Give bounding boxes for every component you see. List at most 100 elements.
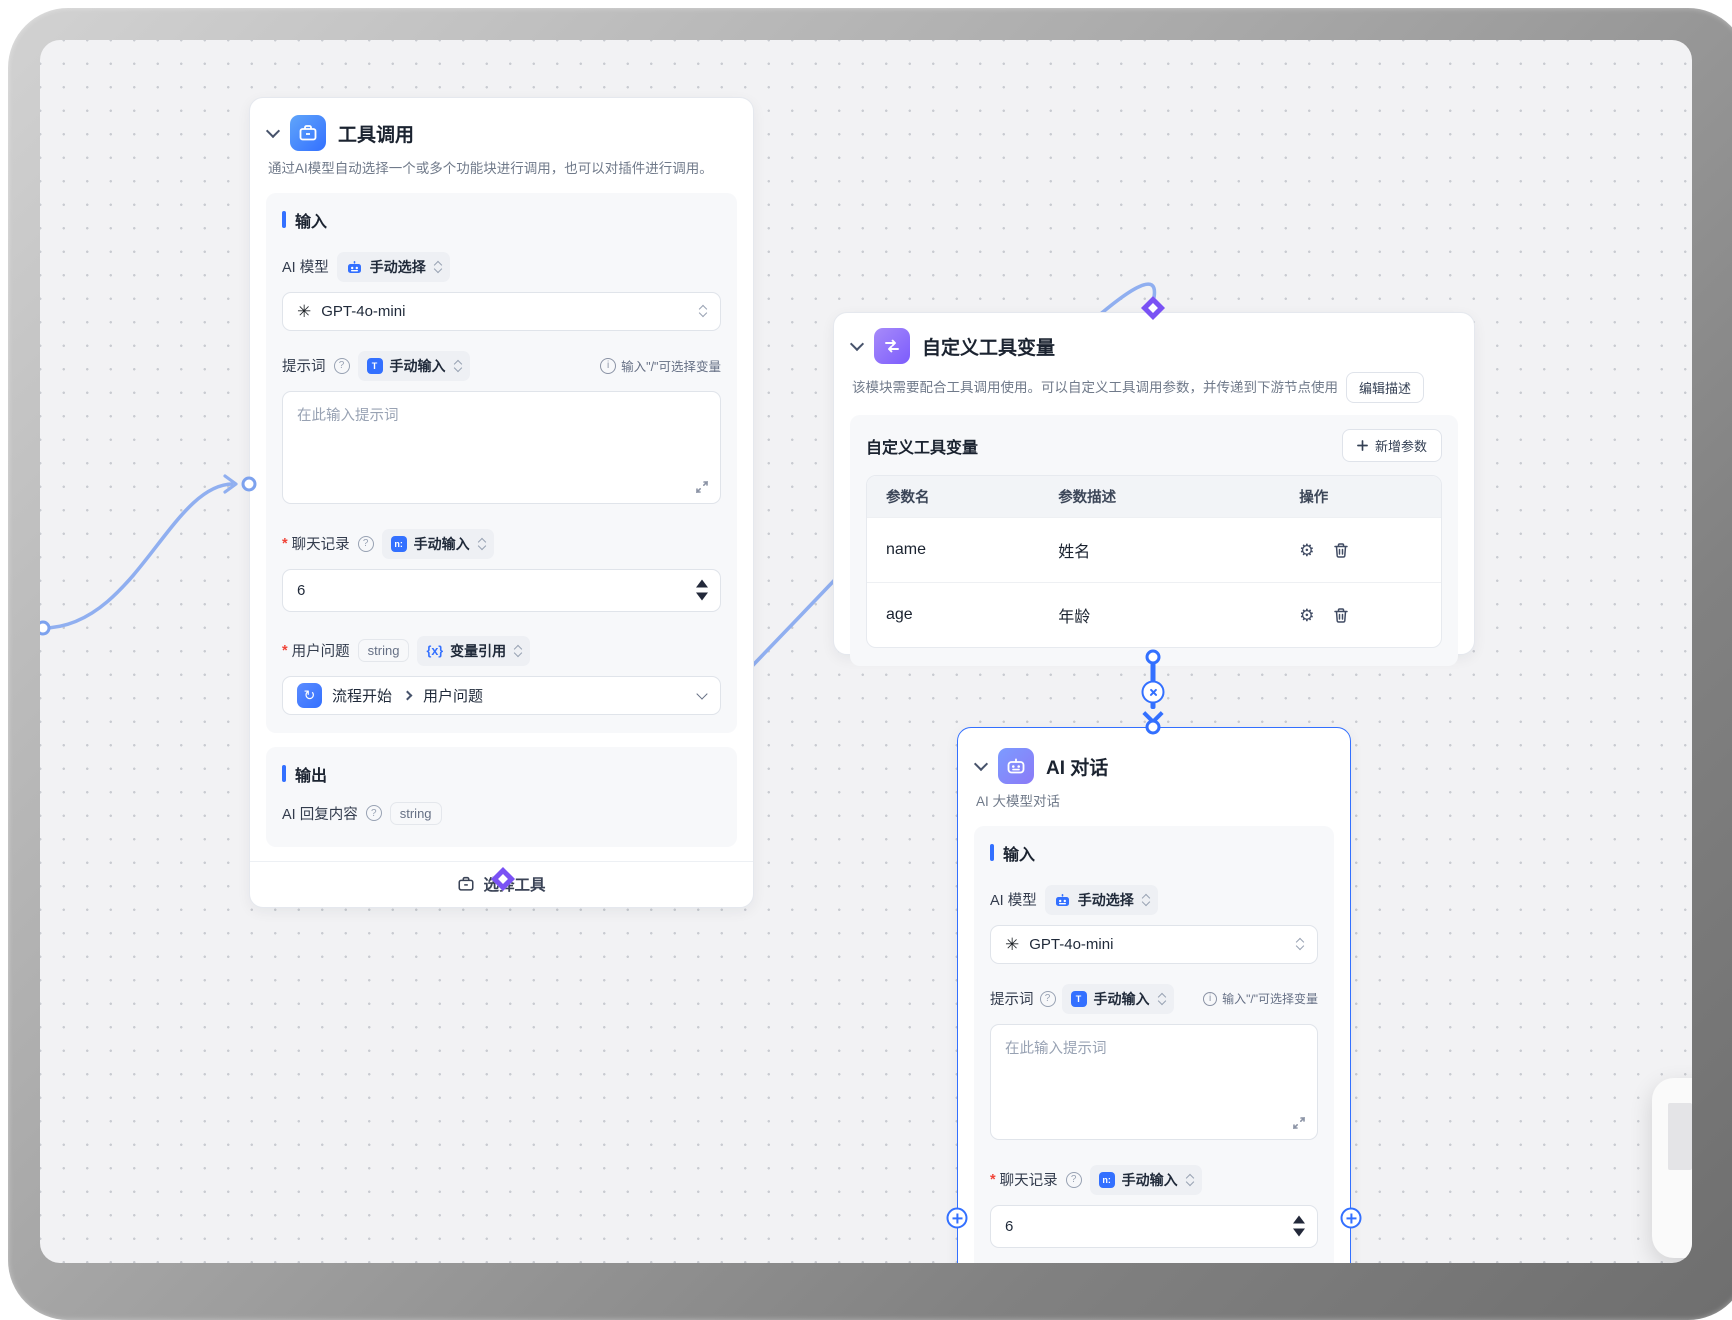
robot-icon	[347, 260, 361, 273]
openai-logo-icon: ✳	[297, 301, 312, 321]
model-label: AI 模型	[990, 893, 1037, 910]
chevron-right-icon	[402, 690, 413, 701]
table-row: age 年龄 ⚙	[867, 582, 1441, 647]
text-input-icon: T	[366, 357, 383, 374]
stepper-down-icon[interactable]	[696, 592, 708, 601]
target-handle[interactable]	[241, 476, 257, 492]
history-label: 聊天记录	[291, 537, 350, 554]
model-value: GPT-4o-mini	[321, 302, 406, 320]
model-mode-label: 手动选择	[369, 258, 426, 275]
prompt-hint: 输入"/"可选择变量	[621, 360, 721, 375]
delete-icon[interactable]	[1333, 607, 1349, 624]
prompt-mode-badge[interactable]: T 手动输入	[1061, 983, 1174, 1014]
ref-source: 流程开始	[332, 687, 393, 705]
model-value: GPT-4o-mini	[1029, 935, 1114, 953]
robot-node-icon	[998, 748, 1034, 784]
stepper-up-icon[interactable]	[1293, 1215, 1305, 1224]
collapse-chevron-icon[interactable]	[849, 336, 865, 352]
node-tool-call[interactable]: 工具调用 通过AI模型自动选择一个或多个功能块进行调用，也可以对插件进行调用。 …	[249, 97, 754, 908]
preview-thumbnail	[1668, 1103, 1692, 1170]
collapse-chevron-icon[interactable]	[265, 123, 281, 139]
settings-icon[interactable]: ⚙	[1299, 540, 1315, 560]
node-title: 自定义工具变量	[922, 337, 1056, 359]
section-bar	[282, 765, 286, 783]
prompt-hint: 输入"/"可选择变量	[1222, 992, 1318, 1007]
table-row: name 姓名 ⚙	[867, 517, 1441, 582]
add-param-button[interactable]: 新增参数	[1341, 429, 1442, 462]
node-title: AI 对话	[1046, 757, 1109, 779]
required-mark: *	[282, 642, 288, 659]
target-handle[interactable]	[1145, 719, 1161, 735]
help-icon[interactable]: ?	[365, 805, 382, 822]
history-label: 聊天记录	[999, 1173, 1058, 1190]
delete-edge-button[interactable]	[1141, 680, 1165, 704]
type-tag: string	[389, 801, 442, 825]
source-handle[interactable]	[40, 620, 51, 636]
question-label: 用户问题	[291, 644, 350, 661]
help-icon[interactable]: ?	[333, 357, 350, 374]
info-icon: i	[600, 357, 617, 374]
add-connection-right-handle[interactable]	[1340, 1207, 1362, 1229]
prompt-textarea[interactable]	[990, 1023, 1318, 1140]
delete-icon[interactable]	[1333, 542, 1349, 559]
chevron-updown-icon	[1295, 937, 1305, 951]
settings-icon[interactable]: ⚙	[1299, 605, 1315, 625]
chevron-updown-icon	[433, 260, 442, 273]
expand-icon[interactable]	[1292, 1116, 1306, 1135]
stepper-down-icon[interactable]	[1293, 1228, 1305, 1237]
help-icon[interactable]: ?	[1065, 1171, 1082, 1188]
model-mode-badge[interactable]: 手动选择	[1044, 884, 1158, 915]
help-icon[interactable]: ?	[1039, 990, 1056, 1007]
variable-ref-select[interactable]: ↻ 流程开始 用户问题	[282, 675, 721, 715]
workflow-canvas[interactable]: 工具调用 通过AI模型自动选择一个或多个功能块进行调用，也可以对插件进行调用。 …	[40, 40, 1692, 1263]
side-preview-panel[interactable]	[1652, 1078, 1692, 1258]
input-section: 输入 AI 模型 手动选择 ✳ GPT-4o-mini	[974, 825, 1334, 1263]
chevron-updown-icon	[1185, 1173, 1194, 1186]
text-input-icon: T	[1070, 990, 1087, 1007]
edit-description-button[interactable]: 编辑描述	[1346, 372, 1425, 403]
col-header-actions: 操作	[1299, 490, 1329, 506]
edge-arrowhead-icon	[223, 474, 238, 494]
prompt-mode-badge[interactable]: T 手动输入	[357, 350, 470, 381]
model-mode-badge[interactable]: 手动选择	[336, 251, 450, 282]
model-mode-label: 手动选择	[1077, 891, 1134, 908]
model-select[interactable]: ✳ GPT-4o-mini	[282, 291, 721, 331]
info-icon: i	[1203, 991, 1218, 1006]
stepper-up-icon[interactable]	[696, 579, 708, 588]
chevron-updown-icon	[698, 304, 708, 318]
add-connection-left-handle[interactable]	[946, 1207, 968, 1229]
param-description: 姓名	[1058, 544, 1091, 561]
expand-icon[interactable]	[695, 480, 709, 499]
param-name: age	[886, 606, 913, 623]
chevron-down-icon	[696, 687, 708, 700]
output-section: 输出 AI 回复内容 ? string	[266, 746, 737, 847]
number-stepper[interactable]	[696, 579, 708, 601]
chevron-updown-icon	[1157, 992, 1166, 1005]
input-section-title: 输入	[295, 213, 328, 231]
prompt-mode-label: 手动输入	[389, 357, 446, 374]
history-mode-badge[interactable]: n: 手动输入	[1089, 1164, 1202, 1195]
source-handle[interactable]	[1145, 649, 1161, 665]
question-mode-badge[interactable]: {x} 变量引用	[417, 635, 531, 666]
node-ai-chat[interactable]: AI 对话 AI 大模型对话 输入 AI 模型 手动选择 ✳	[957, 727, 1351, 1263]
custom-vars-panel: 自定义工具变量 新增参数 参数名 参数描述 操作 name 姓名	[850, 415, 1458, 666]
number-input-icon: n:	[1098, 1171, 1115, 1188]
history-count-input[interactable]	[990, 1204, 1318, 1248]
params-table: 参数名 参数描述 操作 name 姓名 ⚙	[866, 475, 1442, 648]
panel-title: 自定义工具变量	[866, 439, 979, 457]
history-mode-badge[interactable]: n: 手动输入	[381, 528, 494, 559]
node-subtitle: AI 大模型对话	[976, 794, 1061, 809]
node-custom-vars[interactable]: 自定义工具变量 该模块需要配合工具调用使用。可以自定义工具调用参数，并传递到下游…	[833, 312, 1475, 666]
chevron-updown-icon	[477, 537, 486, 550]
prompt-textarea[interactable]	[282, 390, 721, 504]
add-param-label: 新增参数	[1374, 439, 1427, 454]
model-select[interactable]: ✳ GPT-4o-mini	[990, 924, 1318, 964]
robot-icon	[1055, 893, 1069, 906]
collapse-chevron-icon[interactable]	[973, 756, 989, 772]
ref-field: 用户问题	[423, 687, 484, 705]
chevron-updown-icon	[453, 359, 462, 372]
help-icon[interactable]: ?	[357, 535, 374, 552]
history-count-input[interactable]	[282, 568, 721, 612]
number-stepper[interactable]	[1293, 1215, 1305, 1237]
required-mark: *	[990, 1171, 996, 1188]
